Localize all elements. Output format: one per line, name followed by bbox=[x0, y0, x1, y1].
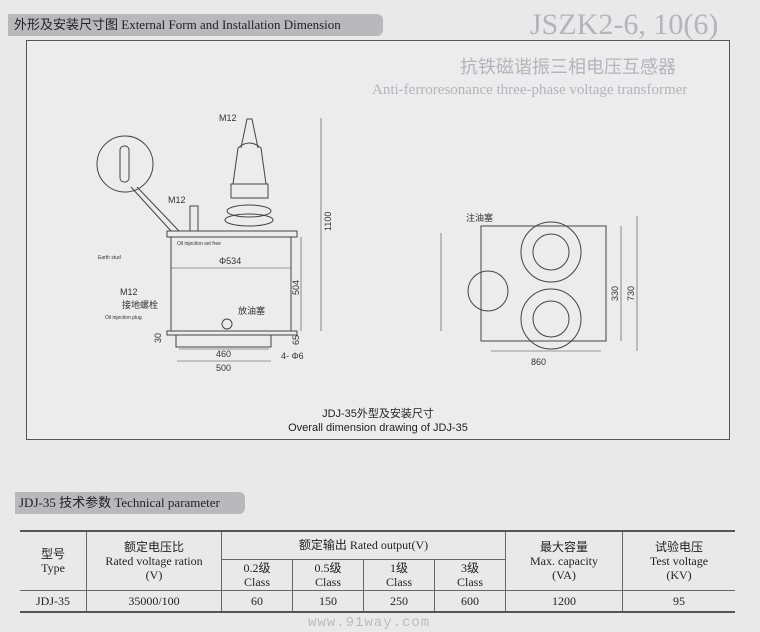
bushing-bottom bbox=[520, 288, 582, 350]
dim-730: 730 bbox=[626, 286, 636, 301]
dim-330: 330 bbox=[610, 286, 620, 301]
transformer-drawing: M12 M12 Oil injection set free Earth stu… bbox=[96, 113, 638, 373]
th-output: 额定输出 Rated output(V) bbox=[221, 531, 506, 559]
cell-c1: 250 bbox=[363, 589, 435, 612]
top-view-tank bbox=[480, 225, 607, 342]
dim-504: 504 bbox=[291, 280, 301, 295]
cell-c3: 600 bbox=[434, 589, 506, 612]
th-class-label: Class bbox=[314, 574, 341, 589]
th-class-label: Class bbox=[456, 574, 483, 589]
drawing-frame: M12 M12 Oil injection set free Earth stu… bbox=[26, 40, 730, 440]
th-test-unit: (KV) bbox=[666, 567, 692, 582]
caption-cn: JDJ-35外型及安装尺寸 bbox=[322, 408, 434, 420]
tank-body bbox=[170, 236, 292, 332]
cell-c05: 150 bbox=[292, 589, 364, 612]
th-class-label: Class bbox=[385, 574, 412, 589]
th-cap-unit: (VA) bbox=[552, 567, 576, 582]
cell-cap: 1200 bbox=[505, 589, 623, 612]
label-oil-plug: Oil injection plug bbox=[105, 315, 142, 321]
label-oil-set: Oil injection set free bbox=[177, 241, 221, 247]
dim-1100: 1100 bbox=[323, 212, 333, 231]
label-m12-mid: M12 bbox=[168, 195, 186, 205]
th-test-en: Test voltage bbox=[649, 553, 709, 568]
th-class-1: 1级 bbox=[389, 560, 408, 575]
section-header-parameters: JDJ-35 技术参数 Technical parameter bbox=[15, 492, 245, 514]
th-class-05: 0.5级 bbox=[314, 560, 342, 575]
label-m12-top: M12 bbox=[219, 113, 237, 123]
th-test-cn: 试验电压 bbox=[654, 539, 703, 554]
th-cap-en: Max. capacity bbox=[530, 553, 598, 568]
th-ratio-en: Rated voltage ration bbox=[105, 553, 203, 568]
caption-en: Overall dimension drawing of JDJ-35 bbox=[288, 422, 468, 434]
label-drain: 放油塞 bbox=[238, 305, 265, 316]
dim-500: 500 bbox=[216, 363, 231, 373]
cell-type: JDJ-35 bbox=[20, 589, 87, 612]
dim-860: 860 bbox=[531, 357, 546, 367]
th-type-cn: 型号 bbox=[40, 546, 65, 561]
label-earth: Earth stud bbox=[98, 255, 121, 261]
th-cap-cn: 最大容量 bbox=[539, 539, 588, 554]
th-class-02: 0.2级 bbox=[243, 560, 271, 575]
th-class-3: 3级 bbox=[460, 560, 479, 575]
cell-ratio: 35000/100 bbox=[86, 589, 222, 612]
th-ratio-cn: 额定电压比 bbox=[123, 539, 184, 554]
th-ratio-unit: (V) bbox=[145, 567, 163, 582]
bleed-model: JSZK2-6, 10(6) bbox=[530, 8, 719, 41]
dim-460: 460 bbox=[216, 349, 231, 359]
th-type-en: Type bbox=[41, 560, 65, 575]
oil-gauge-circle bbox=[96, 135, 154, 193]
dim-65: 65 bbox=[291, 335, 301, 345]
cell-test: 95 bbox=[622, 589, 735, 612]
label-fill: 注油塞 bbox=[466, 212, 493, 223]
bushing-top bbox=[520, 221, 582, 283]
section-header-dimension: 外形及安装尺寸图 External Form and Installation … bbox=[8, 14, 383, 36]
label-m12-low: M12 bbox=[120, 287, 138, 297]
cell-c02: 60 bbox=[221, 589, 293, 612]
bleed-title-en: Anti-ferroresonance three-phase voltage … bbox=[372, 82, 688, 98]
dim-534: Φ534 bbox=[219, 256, 241, 266]
dim-holes: 4- Φ6 bbox=[281, 351, 304, 361]
bleed-title-cn: 抗铁磁谐振三相电压互感器 bbox=[460, 57, 676, 77]
th-class-label: Class bbox=[243, 574, 270, 589]
dim-30: 30 bbox=[153, 333, 163, 343]
label-earth-cn: 接地螺栓 bbox=[122, 299, 158, 310]
table-row: JDJ-35 35000/100 60 150 250 600 1200 95 bbox=[20, 589, 735, 612]
watermark: www.91way.com bbox=[308, 615, 431, 631]
